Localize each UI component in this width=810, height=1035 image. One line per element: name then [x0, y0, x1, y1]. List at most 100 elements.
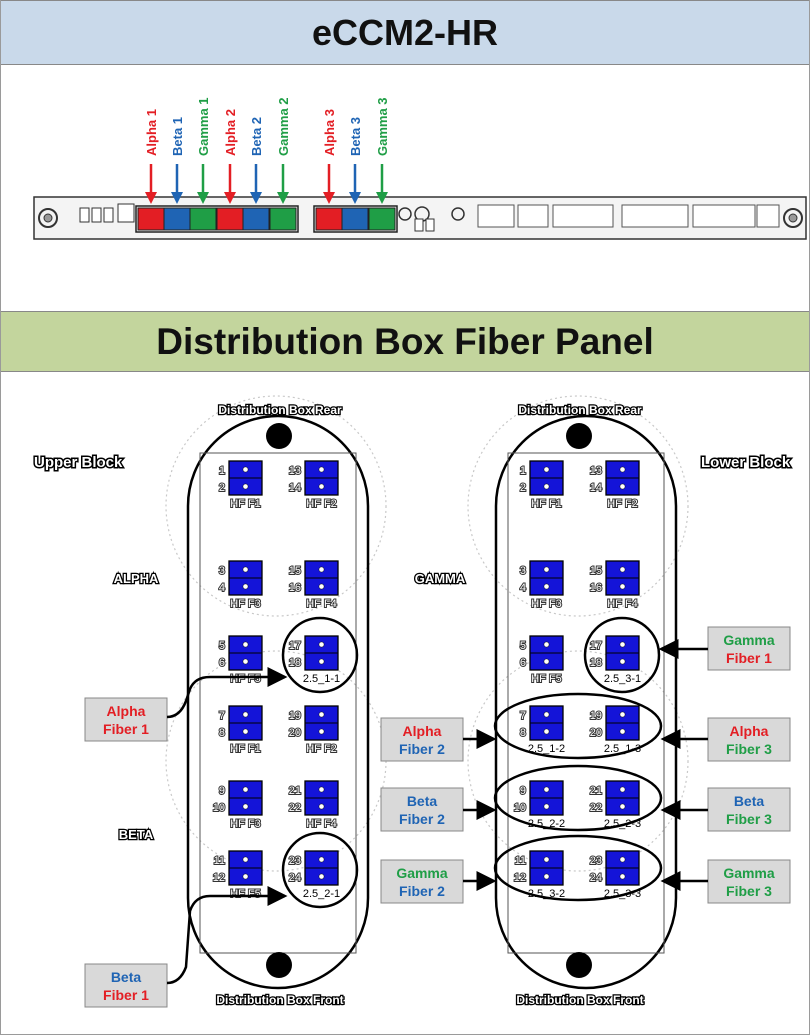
callout-line-1: Alpha [730, 723, 769, 739]
beta-group-label: BETA [119, 827, 154, 842]
port-number: 22 [289, 802, 301, 814]
connector-port-icon [619, 711, 626, 718]
port-caption: 2.5_1-2 [528, 743, 565, 755]
left-rear-label: Distribution Box Rear [218, 403, 342, 417]
fiber-arrow-head-icon [277, 192, 289, 204]
port-number: 17 [289, 640, 301, 652]
port-caption: HF F5 [531, 673, 562, 685]
port-number: 18 [590, 657, 602, 669]
fiber-arrow-head-icon [145, 192, 157, 204]
callout-background [380, 859, 464, 904]
port-number: 12 [213, 872, 225, 884]
connector-port-icon [242, 728, 249, 735]
callout-line-2: Fiber 3 [726, 811, 772, 827]
fiber-label: Gamma 3 [375, 97, 390, 156]
connector-port-icon [543, 658, 550, 665]
sync-port [103, 207, 114, 223]
port-caption: HF F2 [306, 743, 337, 755]
port-caption: HF F1 [531, 498, 562, 510]
port-caption: HF F5 [230, 673, 261, 685]
optic-port [341, 207, 369, 231]
port-number: 2 [219, 482, 225, 494]
port-number: 15 [590, 565, 602, 577]
connector-port-icon [619, 641, 626, 648]
fiber-label: Gamma 2 [276, 97, 291, 156]
optic-port [137, 207, 165, 231]
lower-block-label: Lower Block [701, 454, 791, 471]
header-title: eCCM2-HR [1, 0, 809, 65]
connector-port-icon [318, 583, 325, 590]
optic-port [315, 207, 343, 231]
port-number: 21 [289, 785, 301, 797]
callout-line-1: Gamma [396, 865, 448, 881]
mounting-hole-icon [566, 952, 592, 978]
port-number: 24 [289, 872, 301, 884]
small-port [425, 218, 435, 232]
fiber-label: Beta 1 [170, 117, 185, 156]
mounting-hole-icon [266, 952, 292, 978]
connector-port-icon [318, 873, 325, 880]
fiber-label: Beta 3 [348, 117, 363, 156]
connector-port-icon [242, 566, 249, 573]
callout-line-2: Fiber 1 [103, 987, 149, 1003]
callout-line-2: Fiber 2 [399, 741, 445, 757]
callout-line-1: Gamma [723, 632, 775, 648]
callout-line-1: Alpha [403, 723, 442, 739]
left-screw-head-icon [43, 213, 53, 223]
highlight-circle-2.5_2-1 [281, 831, 359, 909]
panel-title: Distribution Box Fiber Panel [1, 311, 809, 372]
port-number: 8 [219, 727, 225, 739]
callout-line-1: Beta [407, 793, 438, 809]
port-caption: HF F4 [306, 598, 337, 610]
port-number: 7 [520, 710, 526, 722]
bundle-circle [165, 395, 387, 617]
port-caption: 2.5_1-1 [303, 673, 340, 685]
right-rear-label: Distribution Box Rear [518, 403, 642, 417]
highlight-ellipse-row-2 [493, 764, 663, 832]
connector-port-icon [543, 583, 550, 590]
port-number: 4 [520, 582, 526, 594]
connector-port-icon [242, 483, 249, 490]
connector-port-icon [543, 803, 550, 810]
rj45-port [692, 204, 756, 228]
port-number: 24 [590, 872, 602, 884]
highlight-ellipse-row-1 [493, 692, 663, 760]
fiber-label: Gamma 1 [196, 97, 211, 156]
port-number: 16 [590, 582, 602, 594]
connector-port-icon [318, 786, 325, 793]
ref-out-port-icon [451, 207, 465, 221]
gamma-group-label: GAMMA [415, 571, 466, 586]
connector-port-icon [543, 711, 550, 718]
port-number: 4 [219, 582, 225, 594]
fiber-connector: 1 2 HF F1 [519, 460, 564, 511]
port-number: 14 [289, 482, 301, 494]
callout-line-2: Fiber 2 [399, 883, 445, 899]
callout-line-2: Fiber 3 [726, 883, 772, 899]
sync-port [79, 207, 90, 223]
port-number: 13 [590, 465, 602, 477]
port-number: 11 [214, 855, 225, 867]
port-number: 3 [520, 565, 526, 577]
port-number: 19 [289, 710, 301, 722]
callout-line-1: Alpha [107, 703, 146, 719]
port-number: 1 [520, 465, 526, 477]
callout-background [380, 787, 464, 832]
distribution-box-diagram: Distribution Box Rear Distribution Box Re… [33, 395, 792, 1008]
port-number: 2 [520, 482, 526, 494]
connector-port-icon [242, 658, 249, 665]
port-number: 23 [289, 855, 301, 867]
port-caption: HF F1 [230, 743, 261, 755]
right-panel-plate [507, 452, 665, 954]
